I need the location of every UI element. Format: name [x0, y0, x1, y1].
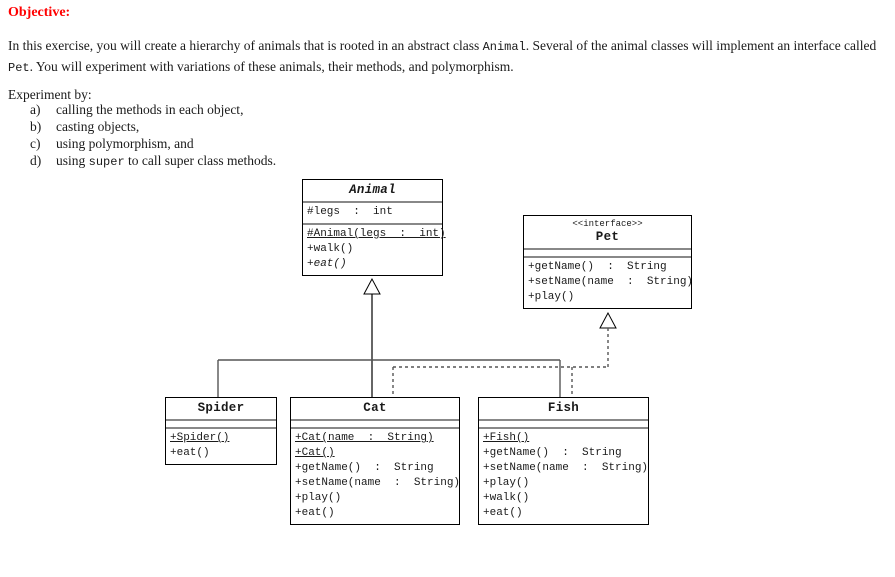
operation: +play(): [528, 291, 575, 303]
list-item: a) calling the methods in each object,: [30, 101, 276, 118]
operation: +setName(name : String): [295, 477, 461, 489]
list-item-text-post: to call super class methods.: [124, 153, 277, 168]
class-box-pet[interactable]: <<interface>>Pet +getName() : String +se…: [523, 215, 694, 309]
operation: +eat(): [307, 258, 347, 270]
inline-code-super: super: [88, 155, 125, 169]
operation: +play(): [295, 492, 342, 504]
list-item-label: using polymorphism, and: [56, 136, 194, 151]
realization-arrowhead-pet: [599, 311, 617, 329]
list-item: d) using super to call super class metho…: [30, 152, 276, 171]
class-name-cat: Cat: [291, 398, 459, 421]
operation: #Animal(legs : int): [307, 228, 446, 240]
list-item-label: using super to call super class methods.: [56, 152, 276, 171]
class-name-pet: <<interface>>Pet: [524, 216, 691, 250]
attribute: #legs : int: [307, 206, 393, 218]
intro-text-part-2: . Several of the animal classes will imp…: [525, 38, 877, 53]
operation: +walk(): [307, 243, 354, 255]
class-name-animal: Animal: [303, 180, 442, 203]
attributes-compartment-spider: [166, 421, 276, 429]
intro-text-part-3: . You will experiment with variations of…: [29, 59, 514, 74]
operation: +getName() : String: [483, 447, 622, 459]
list-item-label: calling the methods in each object,: [56, 102, 244, 117]
operation: +play(): [483, 477, 530, 489]
operation: +eat(): [295, 507, 335, 519]
operation: +eat(): [170, 447, 210, 459]
operations-compartment-animal: #Animal(legs : int) +walk() +eat(): [303, 225, 446, 275]
list-item-label: casting objects,: [56, 119, 140, 134]
experiment-list: a) calling the methods in each object, b…: [30, 101, 276, 171]
class-box-animal[interactable]: Animal #legs : int #Animal(legs : int) +…: [302, 179, 446, 276]
interface-name: Pet: [595, 230, 620, 244]
operations-compartment-fish: +Fish() +getName() : String +setName(nam…: [479, 429, 648, 524]
operation: +eat(): [483, 507, 523, 519]
operation: +Spider(): [170, 432, 230, 444]
list-item-text-pre: using: [56, 153, 89, 168]
experiment-label: Experiment by:: [8, 87, 92, 102]
list-item: c) using polymorphism, and: [30, 135, 276, 152]
operation: +setName(name : String): [528, 276, 694, 288]
inline-code-animal: Animal: [482, 40, 526, 54]
attributes-compartment-cat: [291, 421, 459, 429]
intro-text-part-1: In this exercise, you will create a hier…: [8, 38, 483, 53]
intro-paragraph: In this exercise, you will create a hier…: [8, 36, 888, 78]
operations-compartment-spider: +Spider() +eat(): [166, 429, 276, 464]
attributes-compartment-fish: [479, 421, 648, 429]
operation: +setName(name : String): [483, 462, 649, 474]
operation: +Fish(): [483, 432, 530, 444]
stereotype-label: <<interface>>: [572, 219, 643, 229]
list-marker: d): [30, 153, 42, 168]
attributes-compartment-pet: [524, 250, 691, 258]
list-marker: c): [30, 136, 41, 151]
operations-compartment-pet: +getName() : String +setName(name : Stri…: [524, 258, 694, 308]
list-item: b) casting objects,: [30, 118, 276, 135]
class-box-fish[interactable]: Fish +Fish() +getName() : String +setNam…: [478, 397, 649, 525]
attributes-compartment-animal: #legs : int: [303, 203, 442, 225]
operation: +Cat(): [295, 447, 335, 459]
class-box-spider[interactable]: Spider +Spider() +eat(): [165, 397, 277, 465]
operation: +getName() : String: [295, 462, 434, 474]
inline-code-pet: Pet: [8, 61, 30, 75]
operation: +Cat(name : String): [295, 432, 434, 444]
generalization-arrowhead-animal: [363, 277, 381, 295]
class-box-cat[interactable]: Cat +Cat(name : String) +Cat() +getName(…: [290, 397, 460, 525]
class-name-fish: Fish: [479, 398, 648, 421]
class-name-spider: Spider: [166, 398, 276, 421]
objective-heading: Objective:: [8, 5, 71, 20]
list-marker: b): [30, 119, 42, 134]
list-marker: a): [30, 102, 41, 117]
operations-compartment-cat: +Cat(name : String) +Cat() +getName() : …: [291, 429, 461, 524]
operation: +walk(): [483, 492, 530, 504]
operation: +getName() : String: [528, 261, 667, 273]
